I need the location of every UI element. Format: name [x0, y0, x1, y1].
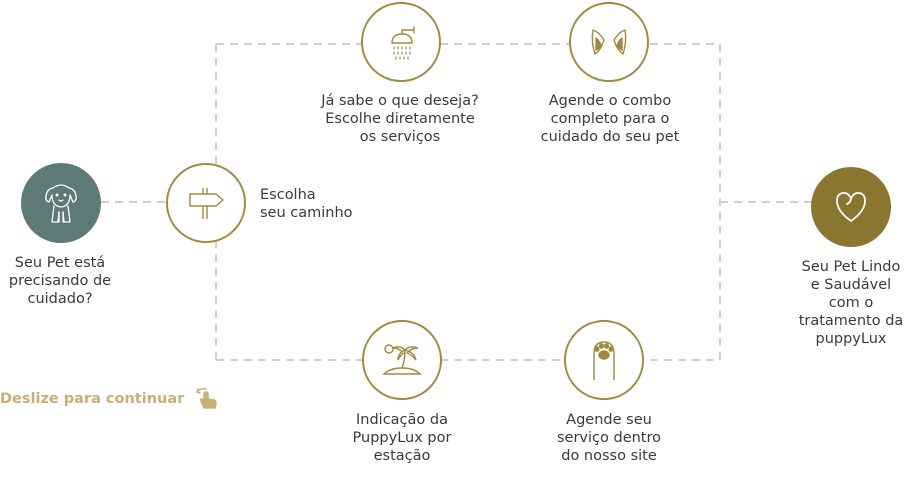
- swipe-label: Deslize para continuar: [0, 391, 185, 407]
- paw-icon: [593, 341, 615, 380]
- swipe-to-continue[interactable]: Deslize para continuar: [0, 386, 220, 412]
- end-node: [811, 167, 891, 247]
- services-label: Já sabe o que deseja?Escolhe diretamente…: [321, 93, 479, 145]
- schedule-node[interactable]: [564, 320, 644, 400]
- services-node[interactable]: [361, 2, 441, 82]
- signpost-icon: [189, 188, 224, 219]
- heart-icon: [836, 192, 866, 222]
- palm-island-icon: [382, 344, 422, 375]
- choose-path-node: [166, 163, 246, 243]
- combo-node[interactable]: [569, 2, 649, 82]
- dog-icon: [45, 184, 77, 223]
- shower-icon: [391, 26, 415, 60]
- swipe-hand-icon: [196, 388, 218, 409]
- pet-ears-icon: [591, 29, 627, 55]
- start-node: [21, 163, 101, 243]
- season-node[interactable]: [362, 320, 442, 400]
